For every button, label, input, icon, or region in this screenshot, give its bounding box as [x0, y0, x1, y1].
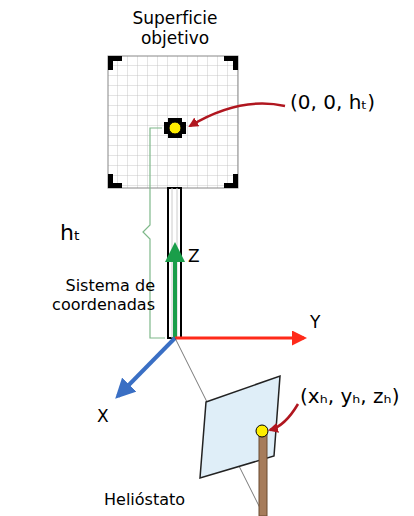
axis-label: Z — [188, 246, 200, 266]
target-coordinates: (0, 0, hₜ) — [290, 90, 375, 114]
heliostat-coordinates: (xₕ, yₕ, zₕ) — [300, 384, 399, 408]
height-label: hₜ — [60, 220, 80, 246]
axis-label: X — [97, 406, 109, 426]
target-title: Superficie objetivo — [115, 8, 235, 49]
heliostat-label: Helióstato — [104, 490, 185, 509]
origin-label: Sistema de coordenadas — [35, 276, 155, 314]
axis-label: Y — [310, 312, 320, 332]
